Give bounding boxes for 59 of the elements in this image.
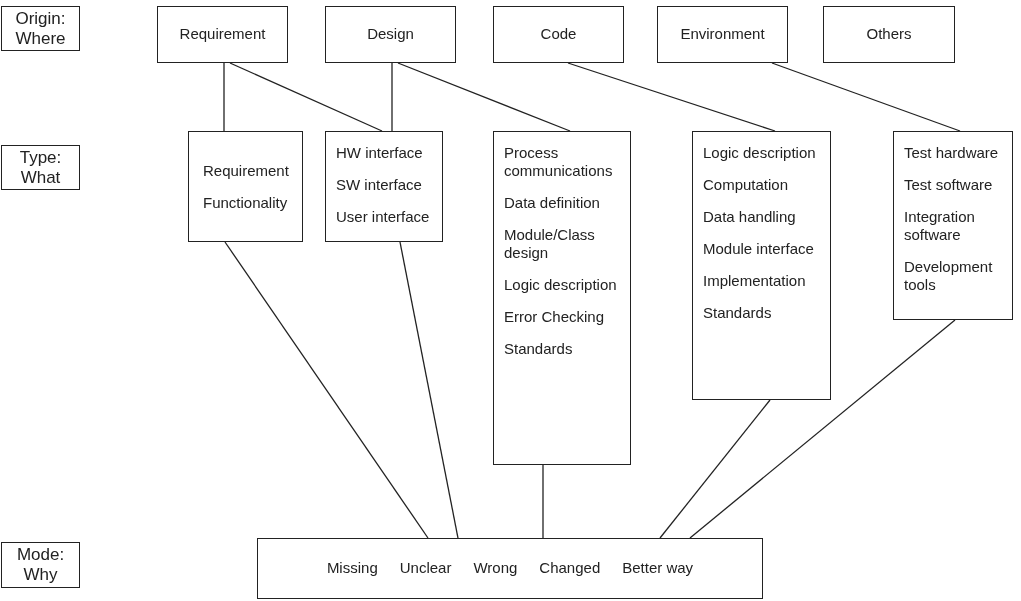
connector-line: [391, 62, 393, 132]
node-text: Wrong: [473, 558, 518, 579]
connector-line: [224, 241, 429, 539]
node-text: Computation: [703, 176, 790, 194]
node-text: Unclear: [399, 558, 452, 579]
connector-line: [659, 399, 771, 539]
row-label-box: [1, 145, 80, 190]
row-label-box: [1, 6, 80, 51]
node-text: SW interface: [336, 176, 423, 194]
node-text: Module/Class design: [504, 226, 596, 262]
type-box: [692, 131, 831, 400]
node-text: Mode: Why: [15, 545, 66, 585]
type-box: [325, 131, 443, 242]
node-text: User interface: [336, 208, 431, 226]
node-text: Requirement: [179, 24, 266, 45]
node-text: Origin: Where: [14, 8, 67, 49]
node-text: Data handling: [703, 208, 797, 226]
node-text: Test hardware: [904, 144, 1000, 162]
origin-box: [493, 6, 624, 63]
node-text: Integration software: [904, 208, 976, 244]
connector-line: [397, 62, 571, 132]
node-text: Logic description: [703, 144, 817, 162]
origin-box: [325, 6, 456, 63]
row-label-box: [1, 542, 80, 588]
node-text: Module interface: [703, 240, 815, 258]
connector-line: [542, 464, 544, 539]
node-text: Functionality: [203, 194, 289, 212]
node-text: Code: [540, 24, 577, 45]
node-text: Standards: [504, 340, 574, 358]
origin-box: [823, 6, 955, 63]
node-text: Missing: [326, 558, 378, 579]
node-text: Requirement: [203, 162, 290, 180]
node-text: Logic description: [504, 276, 618, 294]
mode-box: [257, 538, 763, 599]
node-text: Data definition: [504, 194, 601, 212]
node-text: HW interface: [336, 144, 424, 162]
type-box: [893, 131, 1013, 320]
node-text: Development tools: [904, 258, 994, 294]
type-box: [188, 131, 303, 242]
node-text: Others: [866, 24, 912, 45]
node-text: Changed: [539, 558, 601, 579]
node-text: Better way: [622, 558, 694, 579]
origin-box: [157, 6, 288, 63]
node-text: Standards: [703, 304, 773, 322]
node-text: Process communications: [504, 144, 614, 180]
connector-line: [399, 241, 459, 539]
origin-box: [657, 6, 788, 63]
connector-line: [567, 62, 776, 132]
connector-line: [771, 62, 961, 132]
node-text: Environment: [680, 24, 765, 45]
connector-line: [689, 319, 956, 539]
node-text: Error Checking: [504, 308, 606, 326]
connector-line: [223, 62, 225, 132]
node-text: Type: What: [18, 147, 63, 188]
node-text: Implementation: [703, 272, 807, 290]
connector-line: [229, 62, 383, 132]
type-box: [493, 131, 631, 465]
node-text: Test software: [904, 176, 994, 194]
node-text: Design: [367, 24, 414, 45]
